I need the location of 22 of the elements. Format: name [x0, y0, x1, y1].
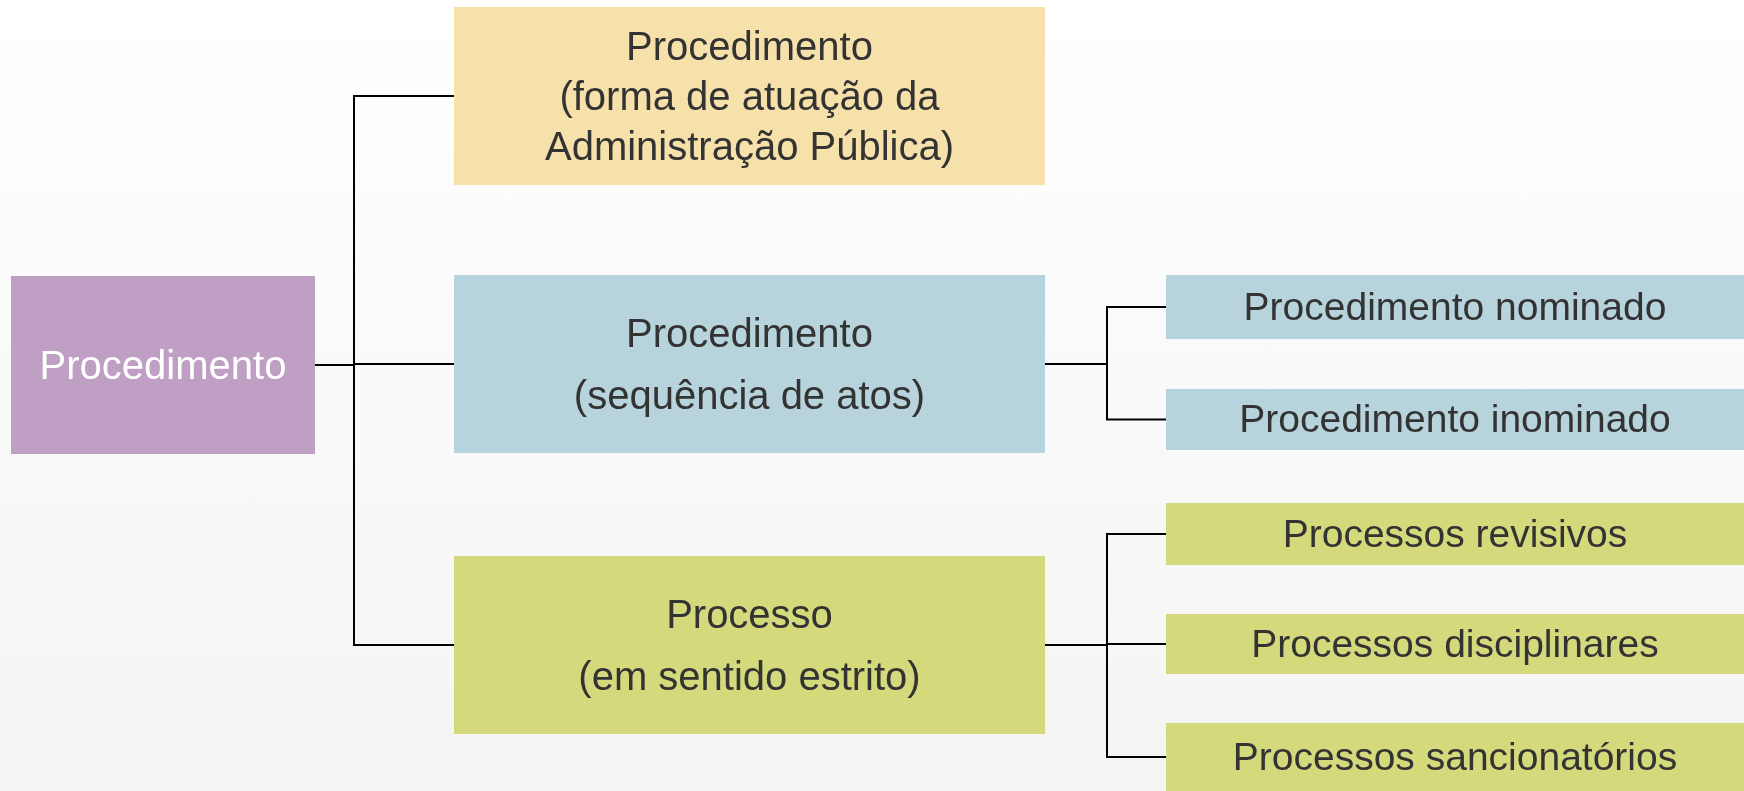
- text-box: [1166, 614, 1744, 674]
- text-box: [1166, 389, 1744, 450]
- text-box: [1166, 275, 1744, 339]
- text-box: [1166, 503, 1744, 565]
- box-subtitle: (em sentido estrito): [578, 653, 921, 700]
- box-title: Processos revisivos: [1282, 510, 1628, 557]
- box-title: Procedimento: [626, 23, 873, 70]
- box-title: Processo: [666, 591, 833, 638]
- text-box: [454, 556, 1045, 734]
- box-subtitle: (sequência de atos): [573, 372, 926, 419]
- box-subtitle: (forma de atuação da Administração Pública): [543, 73, 956, 170]
- connector-line: [1044, 644, 1167, 758]
- box-title: Procedimento: [626, 310, 873, 357]
- box-title: Processos disciplinares: [1251, 620, 1659, 667]
- box-title: Procedimento: [39, 342, 287, 389]
- box-title: Procedimento nominado: [1243, 283, 1667, 330]
- text-box: [454, 7, 1045, 185]
- text-box: [454, 275, 1045, 453]
- text-box: [1166, 723, 1744, 791]
- text-box: [11, 276, 315, 454]
- box-title: Procedimento inominado: [1239, 396, 1671, 443]
- box-title: Processos sancionatórios: [1232, 733, 1678, 780]
